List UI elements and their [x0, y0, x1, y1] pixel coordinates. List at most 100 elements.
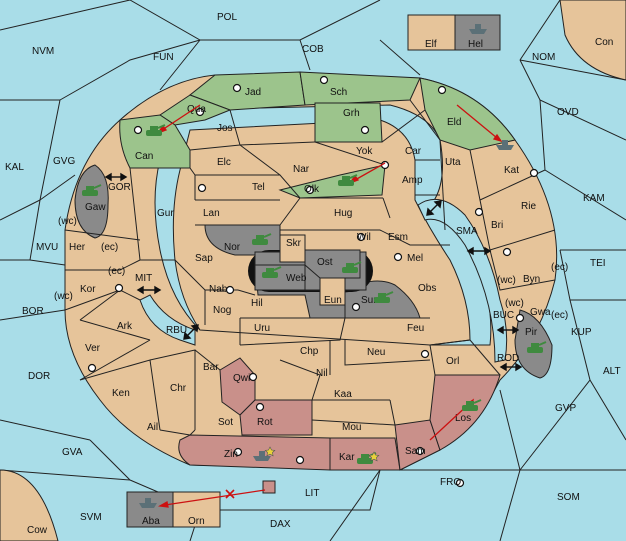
- label-mel: Mel: [407, 253, 423, 264]
- label-olk: Olk: [304, 184, 320, 195]
- tank-icon: [82, 184, 102, 196]
- label-qua: Qua: [187, 104, 206, 115]
- label-wc-byn: (wc): [497, 275, 516, 286]
- label-nar: Nar: [293, 164, 310, 175]
- label-ost: Ost: [317, 257, 333, 268]
- label-som: SOM: [557, 492, 580, 503]
- label-wc-her: (wc): [58, 216, 77, 227]
- label-mvu: MVU: [36, 242, 58, 253]
- label-qwi: Qwi: [233, 373, 250, 384]
- double-arrow-sma-east: [466, 246, 492, 256]
- label-eld: Eld: [447, 117, 461, 128]
- label-ec-kor: (ec): [108, 266, 125, 277]
- double-arrow-mit: [136, 285, 162, 295]
- label-ken: Ken: [112, 388, 130, 399]
- label-esm: Esm: [388, 232, 408, 243]
- label-chp: Chp: [300, 346, 319, 357]
- double-arrow-gor: [104, 172, 128, 182]
- label-mou: Mou: [342, 422, 361, 433]
- label-byn: Byn: [523, 274, 540, 285]
- label-kal: KAL: [5, 162, 24, 173]
- label-kat: Kat: [504, 165, 519, 176]
- label-wc-gwa: (wc): [505, 298, 524, 309]
- double-arrow-buc: [496, 325, 520, 335]
- label-gur: Gur: [157, 208, 174, 219]
- label-pir: Pir: [525, 327, 538, 338]
- label-fun: FUN: [153, 52, 174, 63]
- label-uru: Uru: [254, 323, 270, 334]
- label-yok: Yok: [356, 146, 373, 157]
- label-cob: COB: [302, 44, 324, 55]
- label-orl: Orl: [446, 356, 459, 367]
- label-wil: Wil: [357, 232, 371, 243]
- label-ec-gwa: (ec): [551, 310, 568, 321]
- label-nab: Nab: [209, 284, 228, 295]
- label-feu: Feu: [407, 323, 424, 334]
- label-obs: Obs: [418, 283, 436, 294]
- region-rot[interactable]: [239, 399, 313, 436]
- label-gor: GOR: [108, 182, 131, 193]
- label-elc: Elc: [217, 157, 231, 168]
- label-sot: Sot: [218, 417, 233, 428]
- region-qua[interactable]: [159, 94, 232, 126]
- label-jad: Jad: [245, 87, 261, 98]
- label-kaa: Kaa: [334, 389, 352, 400]
- label-gaw: Gaw: [85, 202, 106, 213]
- label-kam: KAM: [583, 193, 605, 204]
- label-orn: Orn: [188, 516, 205, 527]
- label-nil: Nil: [316, 368, 328, 379]
- label-tel: Tel: [252, 182, 265, 193]
- label-sam: Sam: [405, 446, 426, 457]
- label-hug: Hug: [334, 208, 352, 219]
- label-sun: Sun: [361, 295, 379, 306]
- label-kup: KUP: [571, 327, 592, 338]
- label-nor: Nor: [224, 242, 241, 253]
- label-wc-kor: (wc): [54, 291, 73, 302]
- label-ec-her: (ec): [101, 242, 118, 253]
- label-mit: MIT: [135, 273, 152, 284]
- label-eun: Eun: [324, 295, 342, 306]
- label-sma: SMA: [456, 226, 478, 237]
- label-los: Los: [455, 413, 471, 424]
- label-amp: Amp: [402, 175, 423, 186]
- label-car: Car: [405, 146, 422, 157]
- label-sap: Sap: [195, 253, 213, 264]
- label-uta: Uta: [445, 157, 461, 168]
- label-web: Web: [286, 273, 307, 284]
- label-aba: Aba: [142, 516, 160, 527]
- ship-icon: [496, 140, 514, 150]
- label-skr: Skr: [286, 238, 302, 249]
- double-arrow-rod: [499, 362, 523, 372]
- tank-icon: [338, 174, 358, 186]
- region-lit-island[interactable]: [262, 480, 276, 494]
- region-los[interactable]: [429, 374, 501, 451]
- region-zin[interactable]: [178, 434, 331, 471]
- units: [82, 24, 547, 508]
- province-labels: POL NVM FUN COB NOM Con OVD KAL GVG KAM …: [5, 12, 621, 536]
- region-rbu-channel[interactable]: [139, 294, 196, 346]
- tank-icon: [462, 399, 482, 411]
- region-jad[interactable]: [189, 71, 306, 111]
- label-gvg: GVG: [53, 156, 75, 167]
- double-arrow-sma: [426, 200, 442, 216]
- region-gaw[interactable]: [74, 164, 109, 239]
- label-ver: Ver: [85, 343, 101, 354]
- label-zin: Zin: [224, 449, 238, 460]
- label-lan: Lan: [203, 208, 220, 219]
- label-ark: Ark: [117, 321, 133, 332]
- label-bar: Bar: [203, 362, 219, 373]
- label-con: Con: [595, 37, 613, 48]
- label-jos: Jos: [217, 123, 233, 134]
- label-chr: Chr: [170, 383, 187, 394]
- tank-icon: [527, 341, 547, 353]
- region-skr-web-dark[interactable]: [248, 234, 373, 306]
- label-ec-byn: (ec): [551, 262, 568, 273]
- label-rie: Rie: [521, 201, 536, 212]
- label-nog: Nog: [213, 305, 231, 316]
- label-buc: BUC: [493, 310, 514, 321]
- region-sch[interactable]: [299, 71, 421, 106]
- region-elf[interactable]: [407, 14, 456, 51]
- label-cow: Cow: [27, 525, 48, 536]
- label-alt: ALT: [603, 366, 621, 377]
